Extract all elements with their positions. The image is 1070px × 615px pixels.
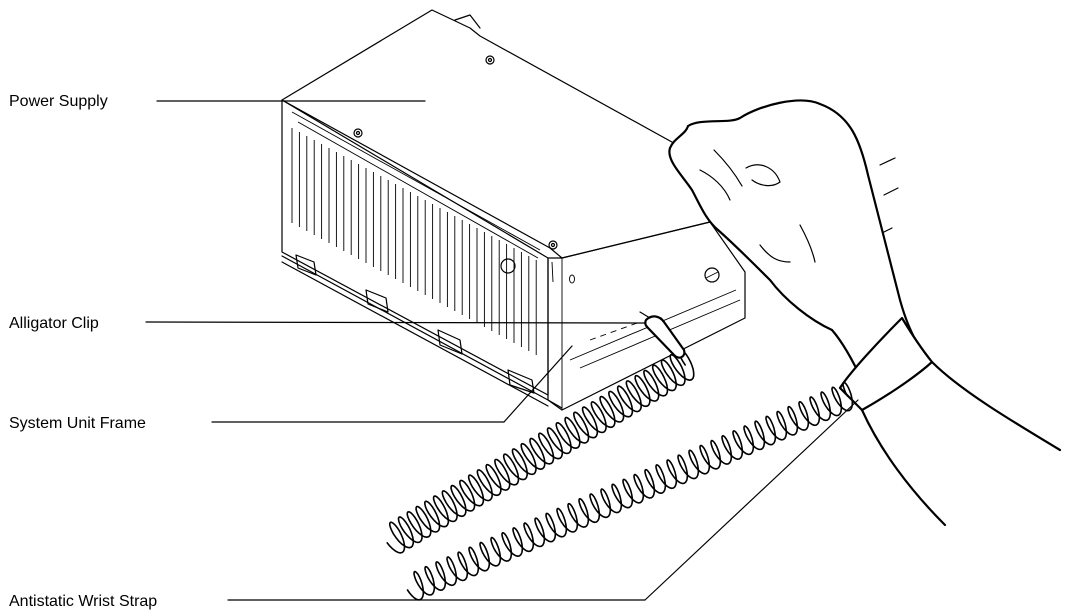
- label-system-unit-frame: System Unit Frame: [9, 415, 146, 432]
- top-screw-3-center: [550, 242, 556, 248]
- background-finger-2: [883, 187, 899, 196]
- side-screw-slot: [705, 271, 719, 279]
- foot-tab-2: [365, 289, 389, 313]
- hidden-edge: [589, 321, 641, 341]
- knuckle-line: [759, 244, 791, 263]
- leader-system-unit-frame-d: [503, 345, 573, 423]
- label-power-supply: Power Supply: [9, 93, 108, 110]
- side-screw: [704, 267, 720, 283]
- front-hole: [569, 274, 575, 284]
- background-finger-1: [879, 157, 896, 166]
- top-screw-2-center: [355, 130, 361, 136]
- lid-notch: [454, 14, 481, 29]
- unit-top-panel: [281, 9, 711, 259]
- coiled-cord-upper: [386, 348, 695, 554]
- alligator-clip-body: [644, 315, 686, 359]
- clip-jaw: [639, 311, 651, 319]
- palm-line: [799, 224, 816, 263]
- forearm: [860, 360, 1062, 527]
- vent-slots: [291, 128, 537, 355]
- coiled-cord-lower: [406, 381, 854, 601]
- unit-base-edge: [281, 255, 563, 409]
- unit-front-face: [547, 221, 746, 411]
- leader-wrist-strap-d: [644, 399, 859, 601]
- finger-crease-1: [745, 164, 781, 187]
- front-knob: [500, 258, 516, 274]
- label-antistatic-wrist-strap: Antistatic Wrist Strap: [9, 593, 157, 610]
- leader-alligator-clip: [145, 321, 647, 324]
- top-screw-1: [485, 55, 495, 65]
- unit-base-edge-2: [281, 261, 549, 407]
- front-light: [551, 261, 554, 283]
- left-face-inner-edge: [291, 111, 541, 251]
- foot-tab-4: [507, 369, 535, 394]
- finger-crease-3: [699, 169, 731, 201]
- finger-crease-2: [713, 149, 743, 187]
- top-screw-2: [353, 128, 363, 138]
- hand: [668, 99, 1062, 527]
- left-face-inner-edge-2: [297, 121, 539, 259]
- label-alligator-clip: Alligator Clip: [9, 315, 99, 332]
- background-finger-3: [883, 227, 893, 233]
- system-unit: [281, 9, 746, 411]
- top-screw-1-center: [487, 57, 493, 63]
- wrist-strap-band: [838, 316, 934, 412]
- top-screw-3: [548, 240, 558, 250]
